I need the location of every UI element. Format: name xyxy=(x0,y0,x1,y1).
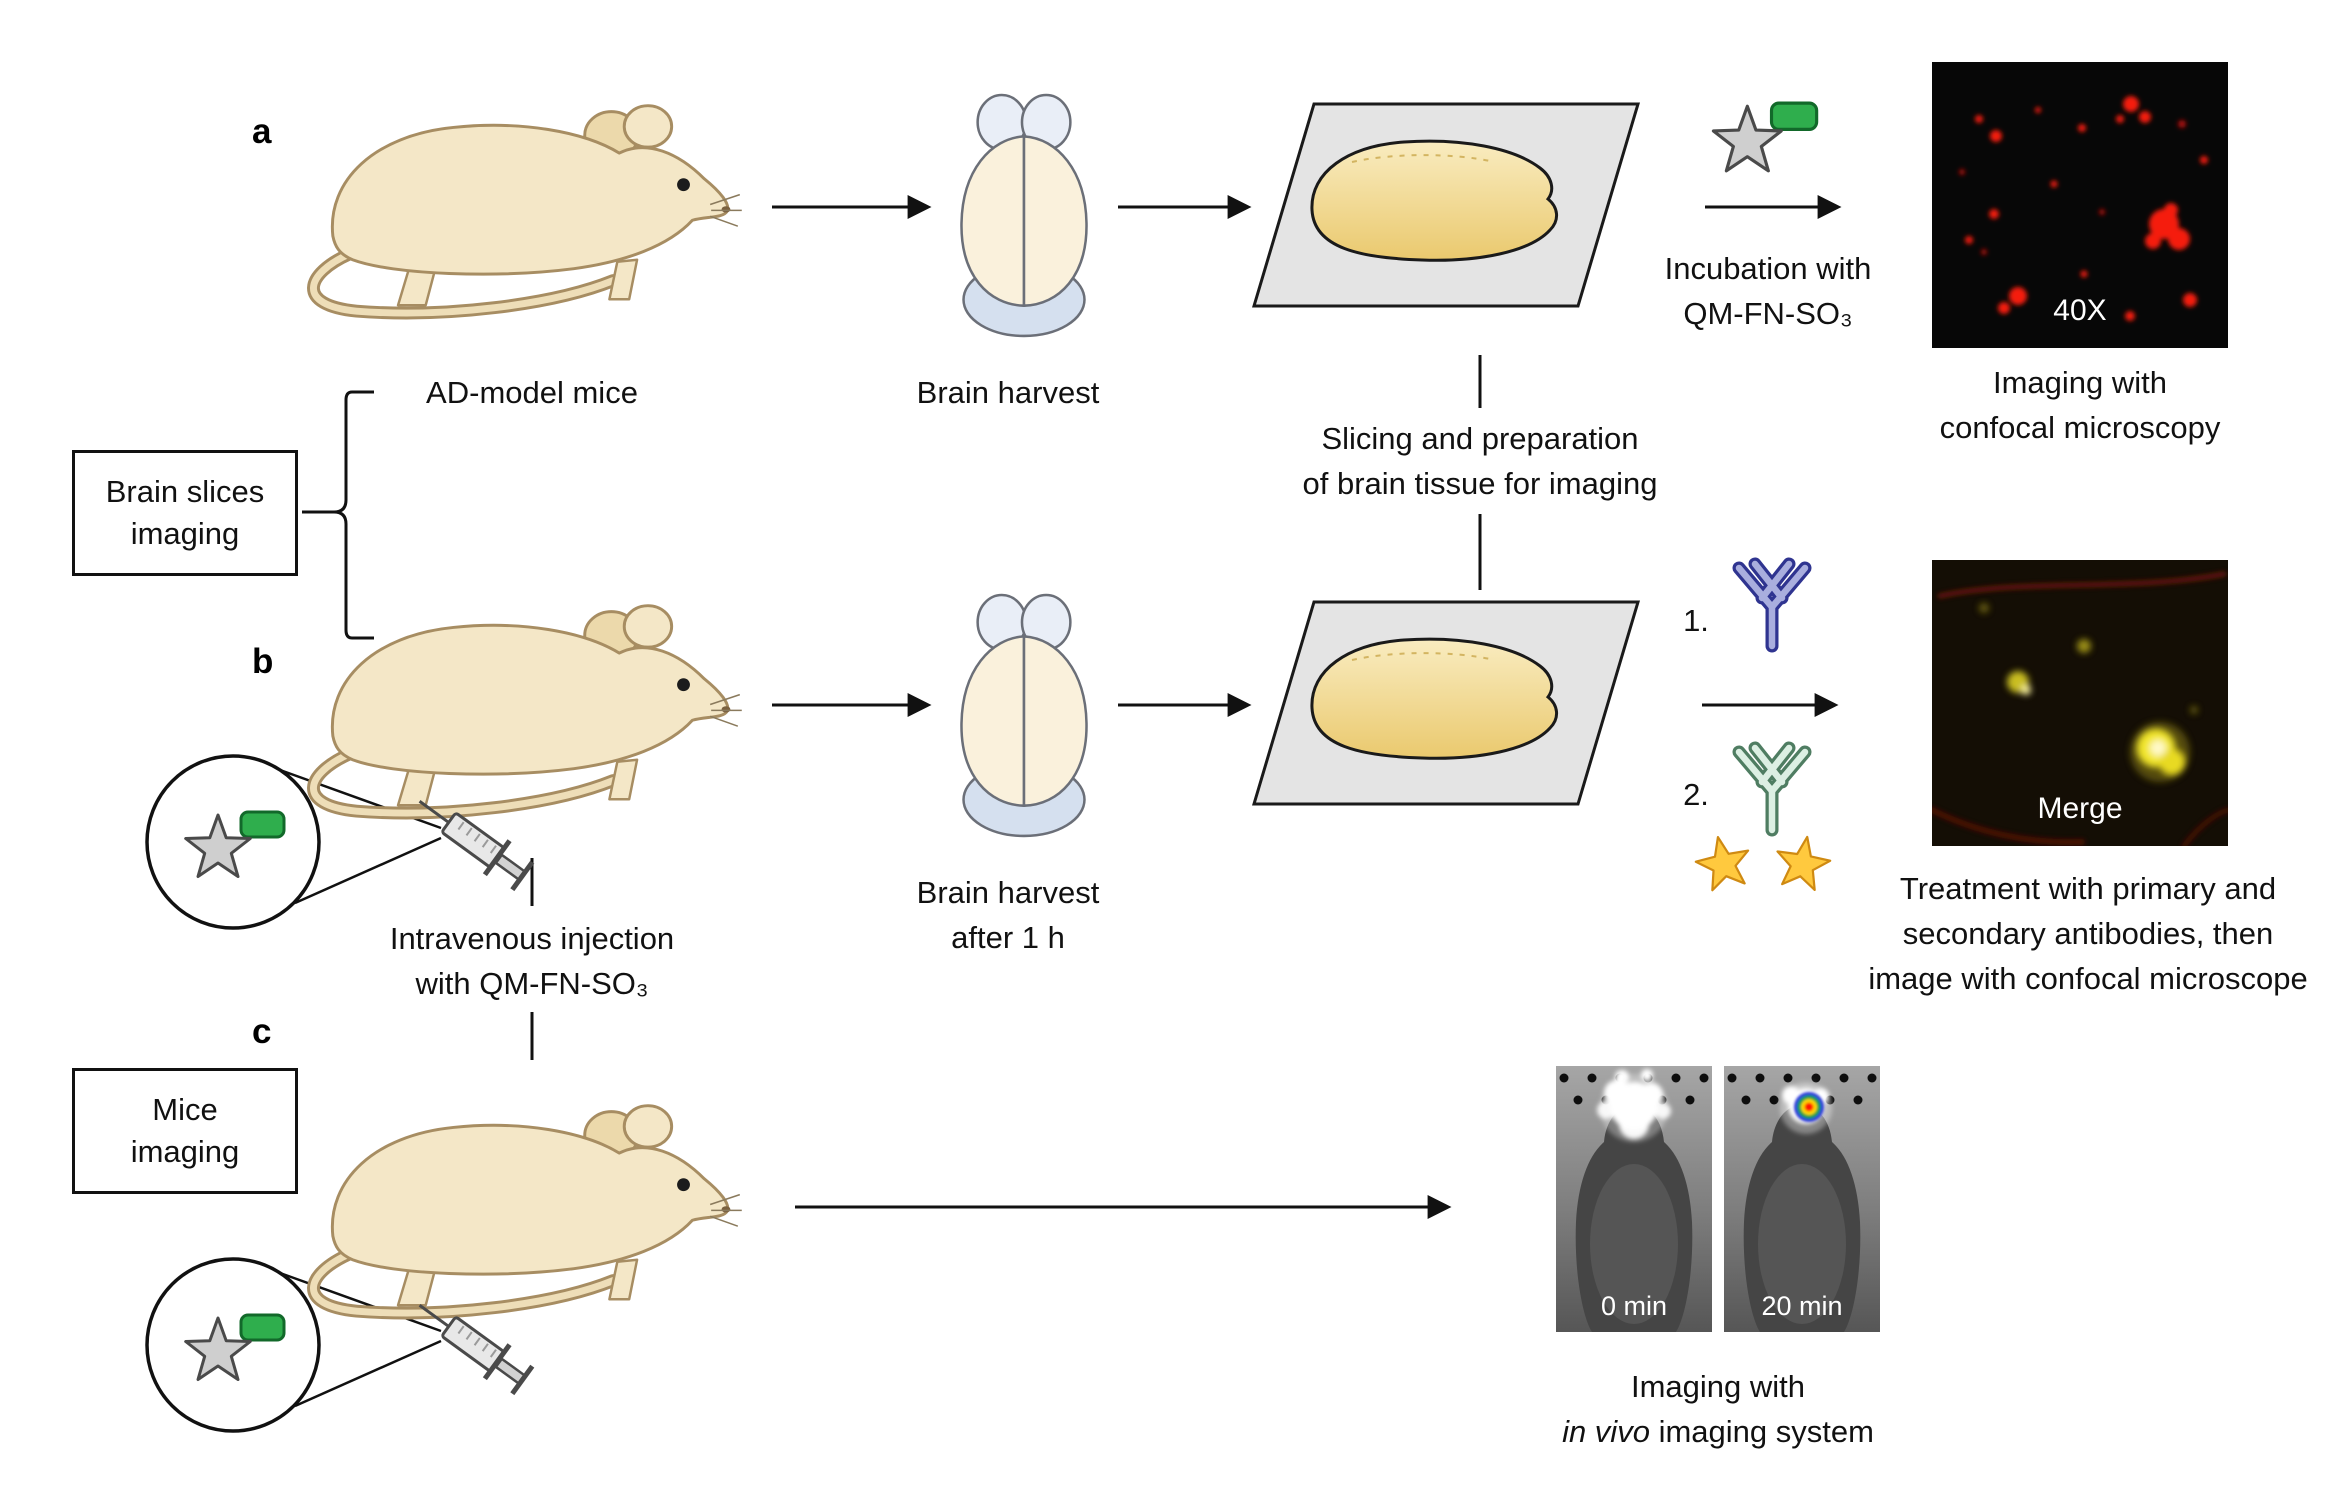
invivo-image-20min: 20 min xyxy=(1724,1066,1880,1332)
confocal-image-merge: Merge xyxy=(1932,560,2228,846)
treatment-line2: secondary antibodies, then xyxy=(1902,916,2274,951)
box-line: imaging xyxy=(130,516,240,551)
magnification-label: 40X xyxy=(2053,294,2107,327)
slicing-note-line1: Slicing and preparation xyxy=(1321,421,1639,456)
panel-b-label: b xyxy=(252,642,274,681)
treatment-line3: image with confocal microscope xyxy=(1868,961,2308,996)
secondary-antibody-icon xyxy=(1732,741,1812,837)
box-line: imaging xyxy=(130,1134,240,1169)
panel-c-label: c xyxy=(252,1012,272,1051)
time-label-0min: 0 min xyxy=(1600,1291,1668,1321)
invivo-caption-line1: Imaging with xyxy=(1630,1369,1806,1404)
panel-ab-bracket xyxy=(302,390,374,640)
invivo-image-0min: 0 min xyxy=(1556,1066,1712,1332)
magnifier-cone-c-lower xyxy=(294,1339,442,1408)
magnifier-circle-b xyxy=(145,754,321,930)
magnifier-cone-c-upper xyxy=(279,1271,442,1333)
brain-harvest-label-a: Brain harvest xyxy=(916,375,1100,410)
mouse-illustration-a xyxy=(295,80,750,322)
brain-illustration-a xyxy=(960,93,1088,338)
injection-line1: Intravenous injection xyxy=(389,921,675,956)
brain-illustration-b xyxy=(960,593,1088,838)
confocal-image-red: 40X xyxy=(1932,62,2228,348)
confocal-red-signal xyxy=(1959,96,2208,321)
time-label-20min: 20 min xyxy=(1761,1291,1843,1321)
syringe-icon-b xyxy=(402,768,552,918)
invivo-caption-rest: imaging system xyxy=(1658,1414,1874,1449)
magnifier-cone-b-lower xyxy=(294,836,442,905)
invivo-caption-line2: in vivo imaging system xyxy=(1562,1409,1874,1454)
fluorophore-star-icon xyxy=(1690,830,1756,894)
primary-antibody-icon xyxy=(1732,557,1812,653)
invivo-caption-italic: in vivo xyxy=(1562,1414,1650,1449)
box-line: Brain slices xyxy=(105,474,265,509)
incubation-note: Incubation with QM-FN-SO₃ xyxy=(1665,246,1872,336)
incubation-line2: QM-FN-SO₃ xyxy=(1683,296,1853,331)
mice-imaging-box: Mice imaging xyxy=(72,1068,298,1194)
fluorophore-star-icon xyxy=(1770,831,1835,893)
confocal-caption-a: Imaging with confocal microscopy xyxy=(1940,360,2221,450)
brain-slices-imaging-box: Brain slices imaging xyxy=(72,450,298,576)
syringe-icon-c xyxy=(402,1272,552,1422)
brain-harvest-b-line1: Brain harvest xyxy=(916,875,1100,910)
merge-label: Merge xyxy=(2037,792,2123,825)
confocal-caption-line1: Imaging with xyxy=(1992,365,2168,400)
confocal-caption-line2: confocal microscopy xyxy=(1939,410,2221,445)
panel-a-label: a xyxy=(252,112,272,151)
injection-line2: with QM-FN-SO₃ xyxy=(415,966,649,1001)
magnifier-circle-c xyxy=(145,1257,321,1433)
slicing-note: Slicing and preparation of brain tissue … xyxy=(1303,416,1658,506)
box-line: Mice xyxy=(152,1092,218,1127)
brain-slice-slide-a xyxy=(1252,102,1640,308)
brain-slice-slide-b xyxy=(1252,600,1640,806)
step-2-label: 2. xyxy=(1683,777,1709,812)
merge-signal xyxy=(1932,571,2228,846)
brain-harvest-label-b: Brain harvest after 1 h xyxy=(917,870,1100,960)
treatment-caption: Treatment with primary and secondary ant… xyxy=(1868,866,2307,1001)
incubation-line1: Incubation with xyxy=(1664,251,1872,286)
ad-model-mice-label: AD-model mice xyxy=(426,375,638,410)
injection-note: Intravenous injection with QM-FN-SO₃ xyxy=(390,916,674,1006)
probe-icon xyxy=(1711,101,1819,173)
brain-harvest-b-line2: after 1 h xyxy=(951,920,1065,955)
step-1-label: 1. xyxy=(1683,603,1709,638)
invivo-caption: Imaging with in vivo imaging system xyxy=(1562,1364,1874,1454)
slicing-note-line2: of brain tissue for imaging xyxy=(1302,466,1658,501)
treatment-line1: Treatment with primary and xyxy=(1899,871,2277,906)
